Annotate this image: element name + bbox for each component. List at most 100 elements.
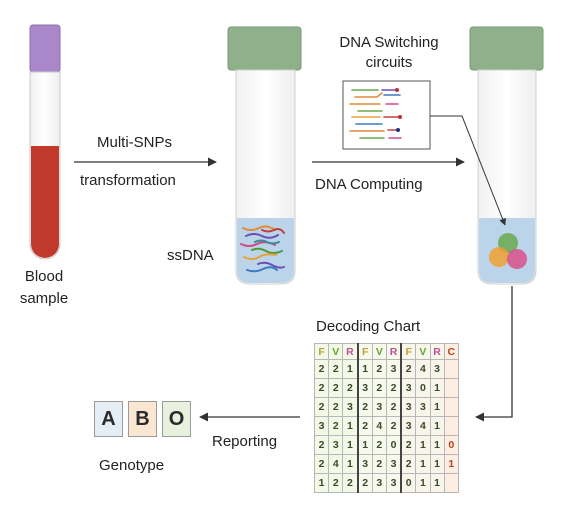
blood-sample-line-2: sample [19, 290, 69, 307]
chart-cell: 0 [415, 378, 431, 398]
chart-cell: 2 [371, 378, 387, 398]
chart-cell: 4 [415, 416, 431, 436]
chart-cell: 3 [357, 454, 373, 474]
chart-cell: 2 [313, 378, 330, 398]
decoding-chart-row: 2 2 2 3 2 2 3 0 1 [313, 378, 459, 398]
blood-tube-cap [29, 24, 61, 73]
chart-cell [443, 416, 459, 436]
chart-cell: 2 [313, 454, 330, 474]
chart-cell [443, 359, 459, 379]
blood-tube [29, 24, 61, 260]
chart-cell: 1 [342, 454, 359, 474]
chart-cell: 1 [429, 454, 445, 474]
chart-cell: 3 [357, 378, 373, 398]
chart-cell: 1 [415, 473, 431, 493]
ssdna-tube-cap [227, 26, 302, 71]
decoding-chart-row: 2 2 1 1 2 3 2 4 3 [313, 359, 459, 379]
chart-cell: 3 [400, 416, 417, 436]
chart-cell: 2 [385, 378, 403, 398]
header-cell: R [342, 343, 359, 360]
chart-cell: 0 [400, 473, 417, 493]
chart-cell: 0 [385, 435, 403, 455]
header-cell: F [357, 343, 373, 360]
chart-cell: 4 [328, 454, 344, 474]
blood-sample-label: Blood sample [14, 266, 74, 310]
genotype-letter-a: A [94, 401, 123, 437]
chart-cell: 1 [357, 435, 373, 455]
header-cell: V [415, 343, 431, 360]
chart-cell: 2 [357, 473, 373, 493]
chart-cell: 1 [342, 435, 359, 455]
chart-cell: 3 [400, 378, 417, 398]
dna-switching-label: DNA Switching circuits [314, 33, 464, 73]
chart-cell: 2 [342, 378, 359, 398]
chart-cell: 3 [385, 473, 403, 493]
chart-cell: 2 [328, 416, 344, 436]
dna-switching-line-1: DNA Switching [339, 34, 439, 51]
blood-fill [31, 146, 59, 258]
chart-cell: 4 [371, 416, 387, 436]
fluorescence-circles [489, 233, 527, 269]
chart-cell: 3 [400, 397, 417, 417]
chart-cell: 1 [429, 378, 445, 398]
chart-cell: 2 [371, 359, 387, 379]
chart-cell: 2 [328, 473, 344, 493]
chart-cell: 1 [342, 359, 359, 379]
tube-to-chart-connector [475, 286, 513, 422]
chart-cell: 1 [415, 454, 431, 474]
chart-cell: 1 [429, 435, 445, 455]
decoding-chart-row: 2 4 1 3 2 3 2 1 1 1 [313, 454, 459, 474]
chart-cell: 3 [385, 359, 403, 379]
ssdna-label: ssDNA [167, 247, 214, 264]
decoding-chart-row: 3 2 1 2 4 2 3 4 1 [313, 416, 459, 436]
ssdna-tube [227, 26, 302, 285]
chart-cell: 2 [313, 359, 330, 379]
transformation-label: transformation [80, 172, 176, 189]
chart-cell: 1 [415, 435, 431, 455]
switching-circuit-panel [342, 80, 431, 150]
chart-cell: 3 [313, 416, 330, 436]
chart-cell: 2 [313, 397, 330, 417]
header-cell: V [371, 343, 387, 360]
decoding-chart-row: 1 2 2 2 3 3 0 1 1 [313, 473, 459, 493]
chart-cell: 1 [429, 416, 445, 436]
chart-cell: 1 [429, 397, 445, 417]
chart-cell: 2 [328, 359, 344, 379]
chart-cell: 2 [385, 397, 403, 417]
chart-cell: 2 [385, 416, 403, 436]
chart-cell [443, 397, 459, 417]
chart-cell: 3 [371, 397, 387, 417]
chart-cell: 2 [357, 397, 373, 417]
chart-cell: 0 [443, 435, 459, 455]
header-cell: V [328, 343, 344, 360]
result-tube [469, 26, 544, 285]
header-cell: F [313, 343, 330, 360]
chart-cell: 2 [371, 454, 387, 474]
chart-cell: 2 [400, 435, 417, 455]
chart-cell: 3 [371, 473, 387, 493]
chart-cell: 1 [443, 454, 459, 474]
chart-cell: 1 [429, 473, 445, 493]
header-cell: R [429, 343, 445, 360]
chart-cell: 4 [415, 359, 431, 379]
header-cell: R [385, 343, 403, 360]
decoding-chart-title: Decoding Chart [316, 318, 421, 335]
chart-cell: 1 [313, 473, 330, 493]
dna-switching-line-2: circuits [365, 54, 413, 71]
genotype-label: Genotype [99, 457, 165, 474]
chart-cell: 3 [342, 397, 359, 417]
decoding-chart-header-row: F V R F V R F V R C [313, 343, 459, 360]
chart-cell [443, 473, 459, 493]
chart-cell: 1 [342, 416, 359, 436]
chart-cell: 2 [313, 435, 330, 455]
multi-snps-label: Multi-SNPs [97, 134, 173, 151]
header-cell: F [400, 343, 417, 360]
chart-cell: 2 [328, 397, 344, 417]
chart-cell: 1 [357, 359, 373, 379]
decoding-chart-row: 2 3 1 1 2 0 2 1 1 0 [313, 435, 459, 455]
circuit-connector [430, 115, 506, 226]
chart-cell: 3 [385, 454, 403, 474]
chart-cell: 2 [342, 473, 359, 493]
decoding-chart-table: F V R F V R F V R C 2 2 1 1 2 3 2 4 3 2 … [313, 343, 459, 493]
